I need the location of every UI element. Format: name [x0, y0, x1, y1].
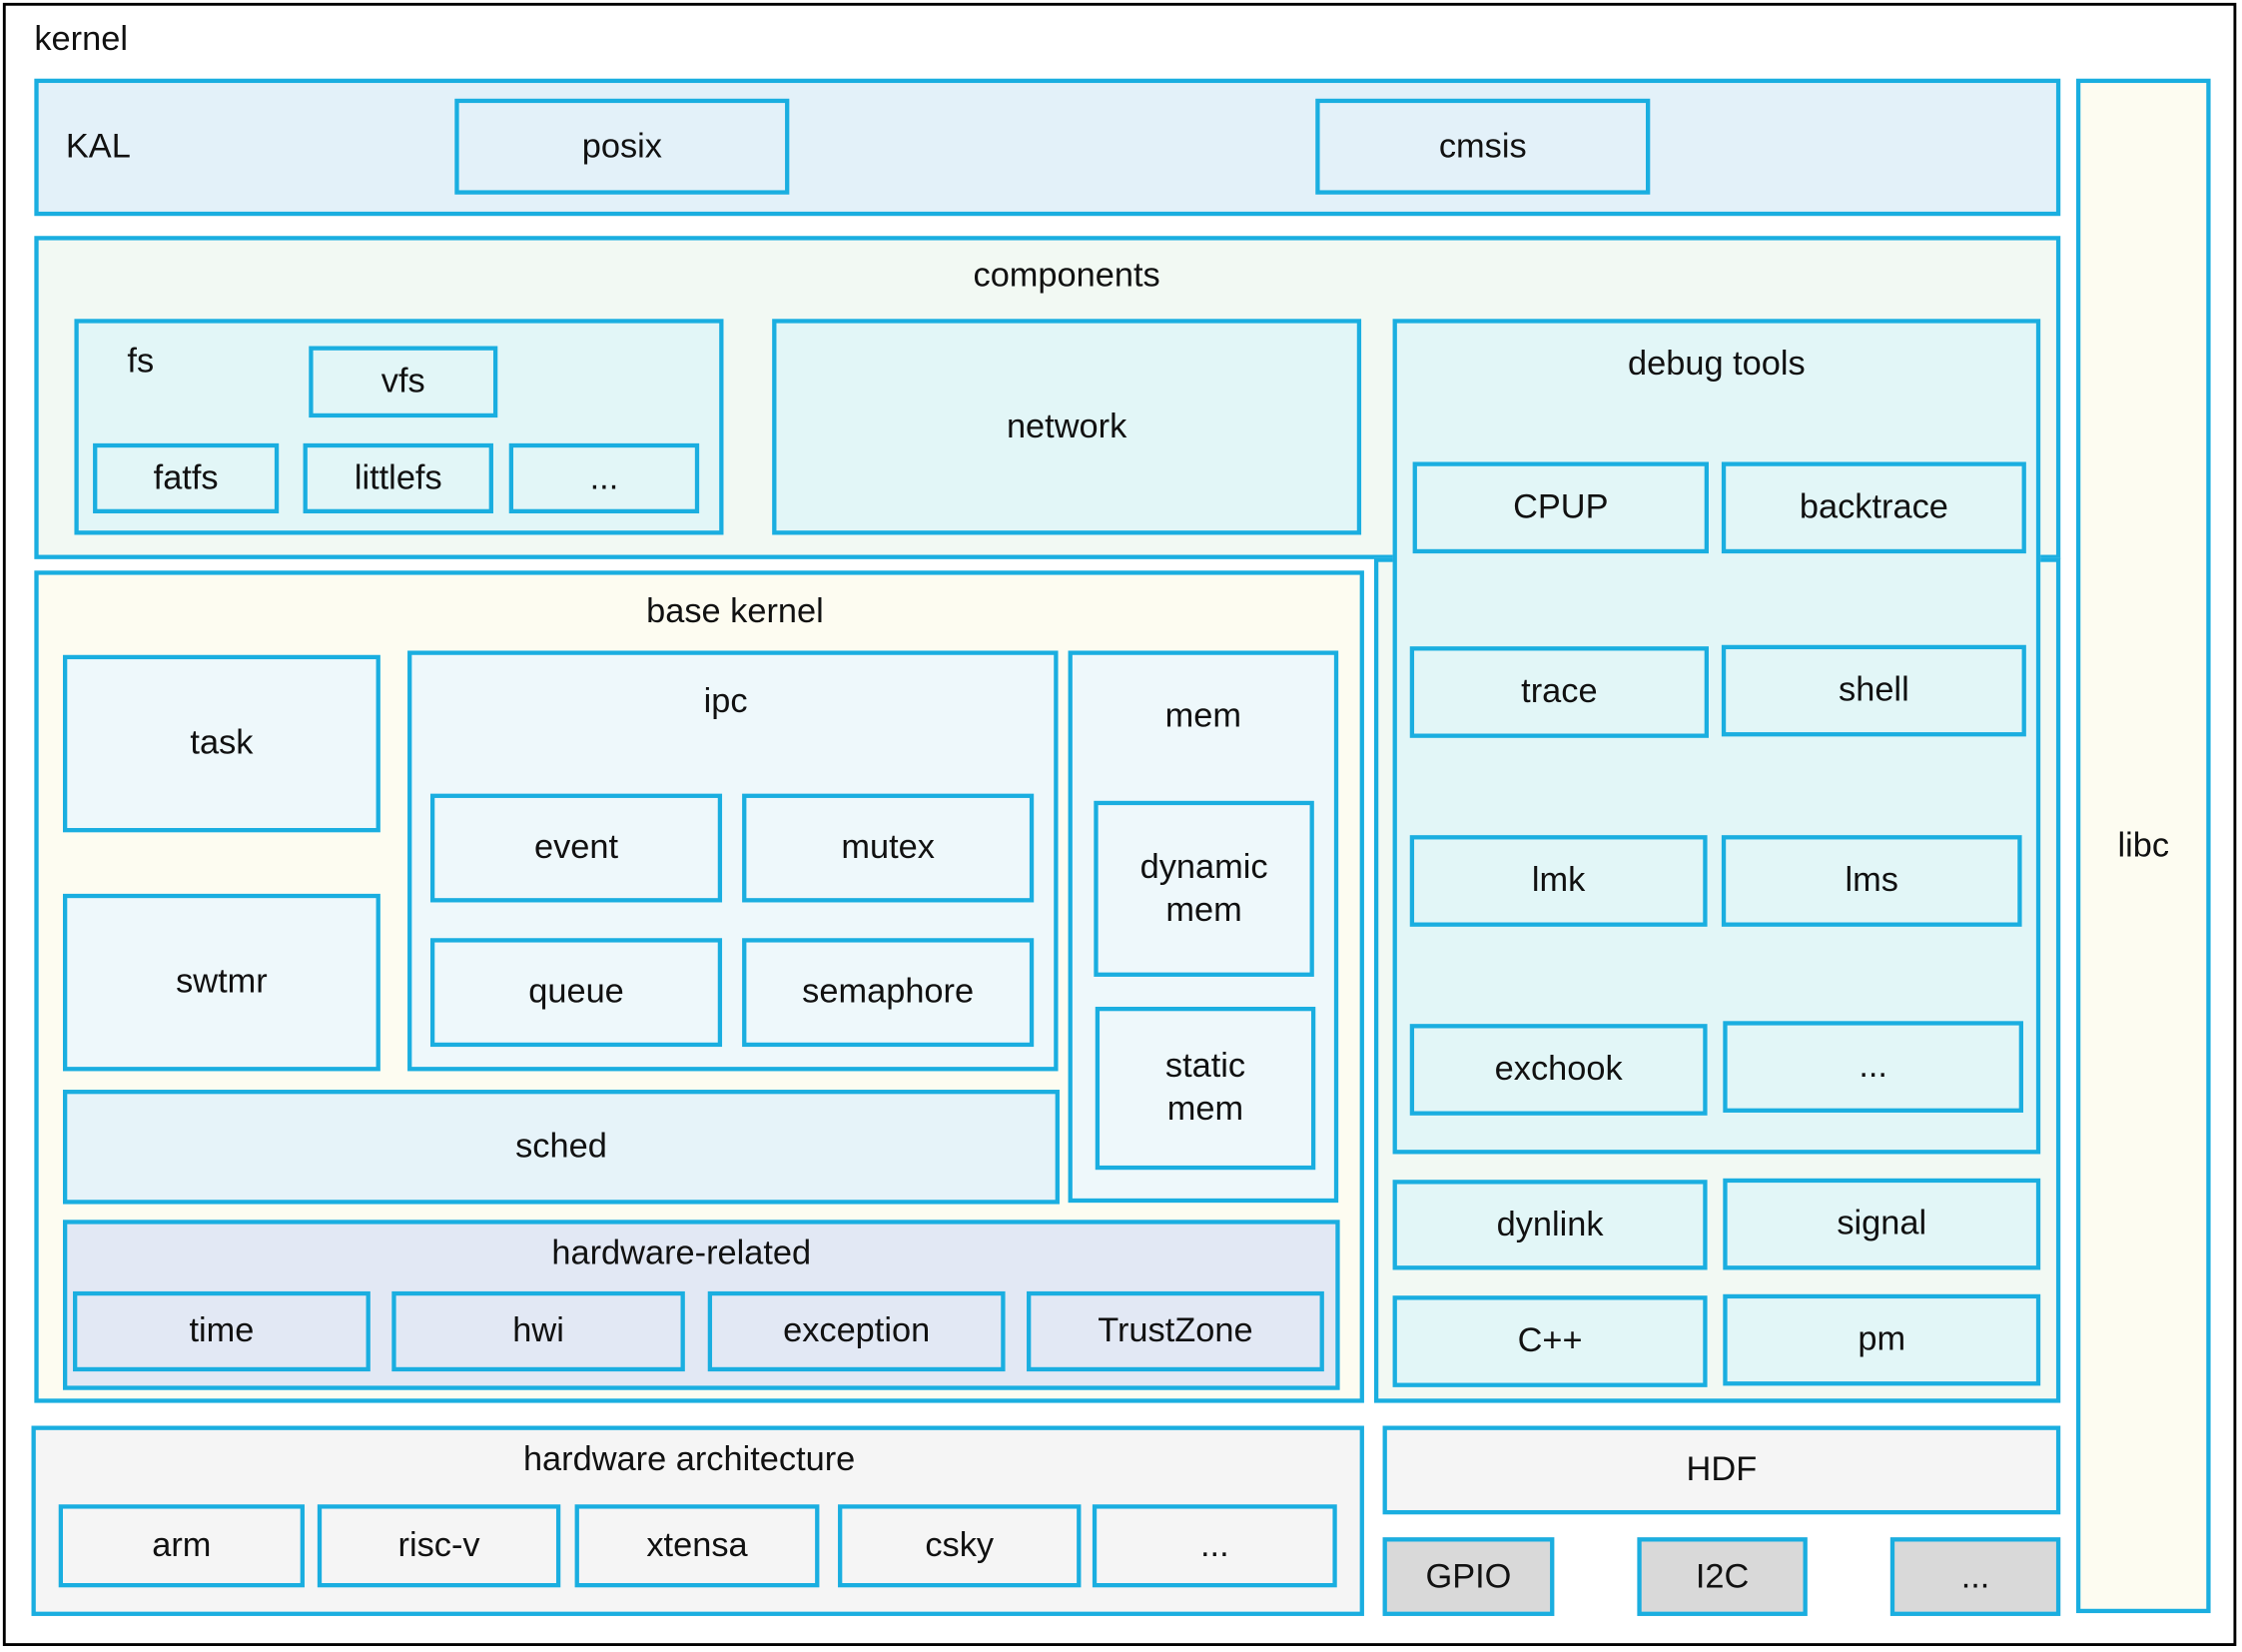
semaphore-box: semaphore [742, 938, 1035, 1048]
fs-label: fs [127, 342, 155, 381]
kal-layer [34, 78, 2061, 217]
cpp-box: C++ [1392, 1295, 1708, 1387]
arm-box: arm [58, 1504, 305, 1588]
exchook-box: exchook [1409, 1024, 1708, 1116]
littlefs-box: littlefs [303, 442, 493, 514]
cmsis-box: cmsis [1315, 98, 1651, 195]
shell-box: shell [1721, 644, 2026, 737]
base-kernel-label: base kernel [646, 591, 824, 631]
csky-box: csky [838, 1504, 1082, 1588]
queue-box: queue [429, 938, 723, 1048]
xtensa-box: xtensa [574, 1504, 820, 1588]
kernel-label: kernel [34, 20, 128, 59]
lms-box: lms [1721, 835, 2022, 927]
sched-box: sched [62, 1090, 1060, 1205]
event-box: event [429, 793, 723, 903]
kal-label: KAL [65, 127, 131, 167]
hdf-box: HDF [1382, 1425, 2061, 1515]
debug-tools-label: debug tools [1628, 345, 1806, 384]
static-mem-box: static mem [1095, 1006, 1316, 1171]
hardware-related-label: hardware-related [551, 1234, 812, 1273]
cpup-box: CPUP [1412, 461, 1710, 554]
hwi-box: hwi [391, 1290, 685, 1372]
lmk-box: lmk [1409, 835, 1708, 927]
pm-box: pm [1723, 1293, 2041, 1386]
debug-more-box: ... [1723, 1021, 2023, 1113]
i2c-box: I2C [1637, 1537, 1808, 1616]
mutex-box: mutex [742, 793, 1035, 903]
mem-label: mem [1164, 696, 1242, 735]
trustzone-box: TrustZone [1027, 1290, 1324, 1372]
trace-box: trace [1409, 646, 1710, 738]
posix-box: posix [454, 98, 790, 195]
gpio-box: GPIO [1382, 1537, 1555, 1616]
dynamic-mem-box: dynamic mem [1094, 800, 1314, 977]
components-label: components [973, 256, 1160, 295]
hdf-more-box: ... [1889, 1537, 2061, 1616]
arch-more-box: ... [1092, 1504, 1337, 1588]
fatfs-box: fatfs [93, 442, 280, 514]
swtmr-box: swtmr [62, 893, 380, 1072]
task-box: task [62, 654, 380, 833]
network-box: network [772, 319, 1362, 535]
backtrace-box: backtrace [1721, 461, 2026, 554]
dynlink-box: dynlink [1392, 1180, 1708, 1270]
vfs-box: vfs [309, 346, 498, 418]
ipc-label: ipc [703, 681, 748, 721]
hardware-architecture-label: hardware architecture [522, 1439, 856, 1479]
time-box: time [73, 1290, 371, 1372]
fs-more-box: ... [508, 442, 700, 514]
signal-box: signal [1723, 1178, 2041, 1270]
libc-box: libc [2075, 78, 2211, 1614]
riscv-box: risc-v [317, 1504, 561, 1588]
exception-box: exception [707, 1290, 1006, 1372]
